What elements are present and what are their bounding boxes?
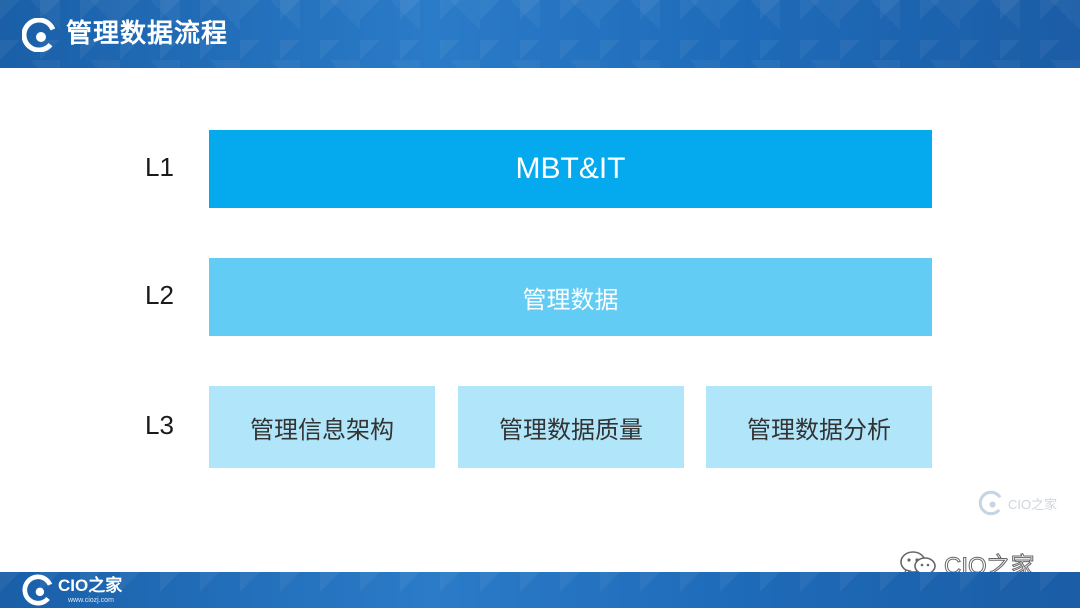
l1-box: MBT&IT xyxy=(209,130,932,208)
watermark-logo-icon xyxy=(978,490,1004,516)
l1-box-label: MBT&IT xyxy=(515,152,626,185)
level-label-l3: L3 xyxy=(145,410,174,440)
header-bar xyxy=(0,0,1080,68)
footer-bar xyxy=(0,572,1080,608)
l3-box-label: 管理信息架构 xyxy=(250,415,394,444)
footer-url: www.ciozj.com xyxy=(68,597,114,604)
page-title: 管理数据流程 xyxy=(66,19,229,49)
footer-logo-icon xyxy=(22,574,54,606)
l3-box-data-quality: 管理数据质量 xyxy=(458,386,684,468)
l3-box-label: 管理数据分析 xyxy=(747,415,891,444)
footer-brand: CIO之家 xyxy=(58,576,123,595)
watermark-brand: CIO之家 xyxy=(1008,496,1058,512)
watermark: CIO之家 xyxy=(978,490,1057,516)
l3-box-label: 管理数据质量 xyxy=(499,415,643,444)
cio-logo-icon xyxy=(22,18,56,52)
l2-box-label: 管理数据 xyxy=(522,285,619,314)
l2-box: 管理数据 xyxy=(209,258,932,336)
level-label-l2: L2 xyxy=(145,280,174,310)
l3-box-data-analysis: 管理数据分析 xyxy=(706,386,932,468)
level-label-l1: L1 xyxy=(145,152,174,182)
l3-box-info-architecture: 管理信息架构 xyxy=(209,386,435,468)
